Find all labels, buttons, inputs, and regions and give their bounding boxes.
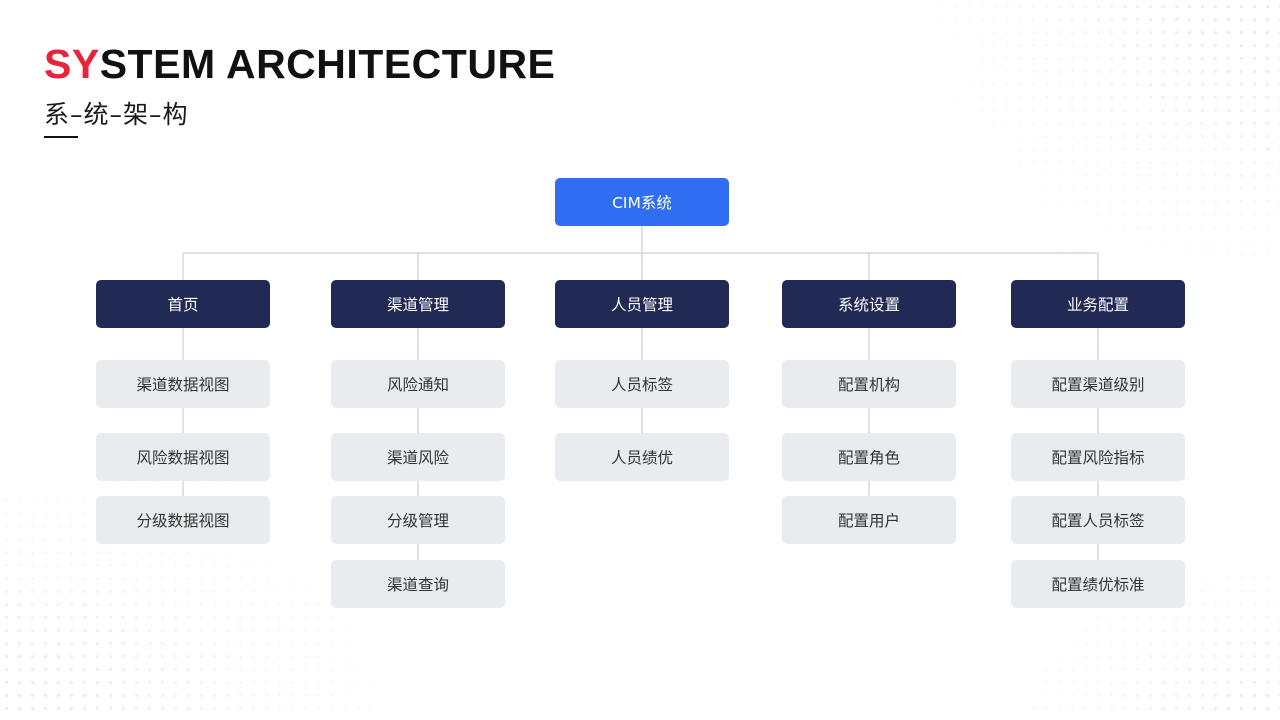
item-node: 人员绩优 xyxy=(555,433,729,481)
item-node: 分级管理 xyxy=(331,496,505,544)
item-label: 渠道数据视图 xyxy=(136,376,230,394)
item-node: 渠道数据视图 xyxy=(96,360,270,408)
item-node: 配置风险指标 xyxy=(1011,433,1185,481)
item-node: 配置用户 xyxy=(782,496,956,544)
item-node: 风险数据视图 xyxy=(96,433,270,481)
item-label: 风险数据视图 xyxy=(136,449,230,467)
subtitle-underline xyxy=(44,136,78,138)
item-label: 渠道查询 xyxy=(386,576,449,594)
item-label: 配置渠道级别 xyxy=(1051,376,1145,394)
item-label: 配置角色 xyxy=(837,449,900,467)
category-label: 首页 xyxy=(167,296,199,314)
category-node-business-config: 业务配置 xyxy=(1011,280,1185,328)
root-node-label: CIM系统 xyxy=(612,194,672,212)
item-label: 配置绩优标准 xyxy=(1051,576,1145,594)
title-accent: SY xyxy=(44,41,100,87)
item-node: 人员标签 xyxy=(555,360,729,408)
item-label: 分级管理 xyxy=(386,512,449,530)
category-node-channel-management: 渠道管理 xyxy=(331,280,505,328)
category-label: 业务配置 xyxy=(1066,296,1129,314)
item-node: 配置渠道级别 xyxy=(1011,360,1185,408)
category-node-system-settings: 系统设置 xyxy=(782,280,956,328)
page-title: SYSTEM ARCHITECTURE xyxy=(44,44,555,85)
root-node: CIM系统 xyxy=(555,178,729,226)
title-rest: STEM ARCHITECTURE xyxy=(99,41,556,87)
item-label: 配置机构 xyxy=(837,376,900,394)
item-label: 人员标签 xyxy=(610,376,673,394)
page-subtitle: 系–统–架–构 xyxy=(44,100,189,129)
item-label: 人员绩优 xyxy=(610,449,673,467)
item-label: 分级数据视图 xyxy=(136,512,230,530)
category-node-personnel-management: 人员管理 xyxy=(555,280,729,328)
item-node: 渠道风险 xyxy=(331,433,505,481)
item-label: 配置人员标签 xyxy=(1051,512,1145,530)
item-node: 风险通知 xyxy=(331,360,505,408)
item-node: 配置角色 xyxy=(782,433,956,481)
category-label: 人员管理 xyxy=(610,296,673,314)
item-node: 配置机构 xyxy=(782,360,956,408)
item-label: 配置风险指标 xyxy=(1051,449,1145,467)
item-node: 配置人员标签 xyxy=(1011,496,1185,544)
item-node: 渠道查询 xyxy=(331,560,505,608)
item-label: 配置用户 xyxy=(837,512,900,530)
category-label: 渠道管理 xyxy=(386,296,449,314)
category-node-home: 首页 xyxy=(96,280,270,328)
item-label: 渠道风险 xyxy=(386,449,449,467)
item-node: 配置绩优标准 xyxy=(1011,560,1185,608)
item-node: 分级数据视图 xyxy=(96,496,270,544)
category-label: 系统设置 xyxy=(837,296,900,314)
item-label: 风险通知 xyxy=(386,376,449,394)
